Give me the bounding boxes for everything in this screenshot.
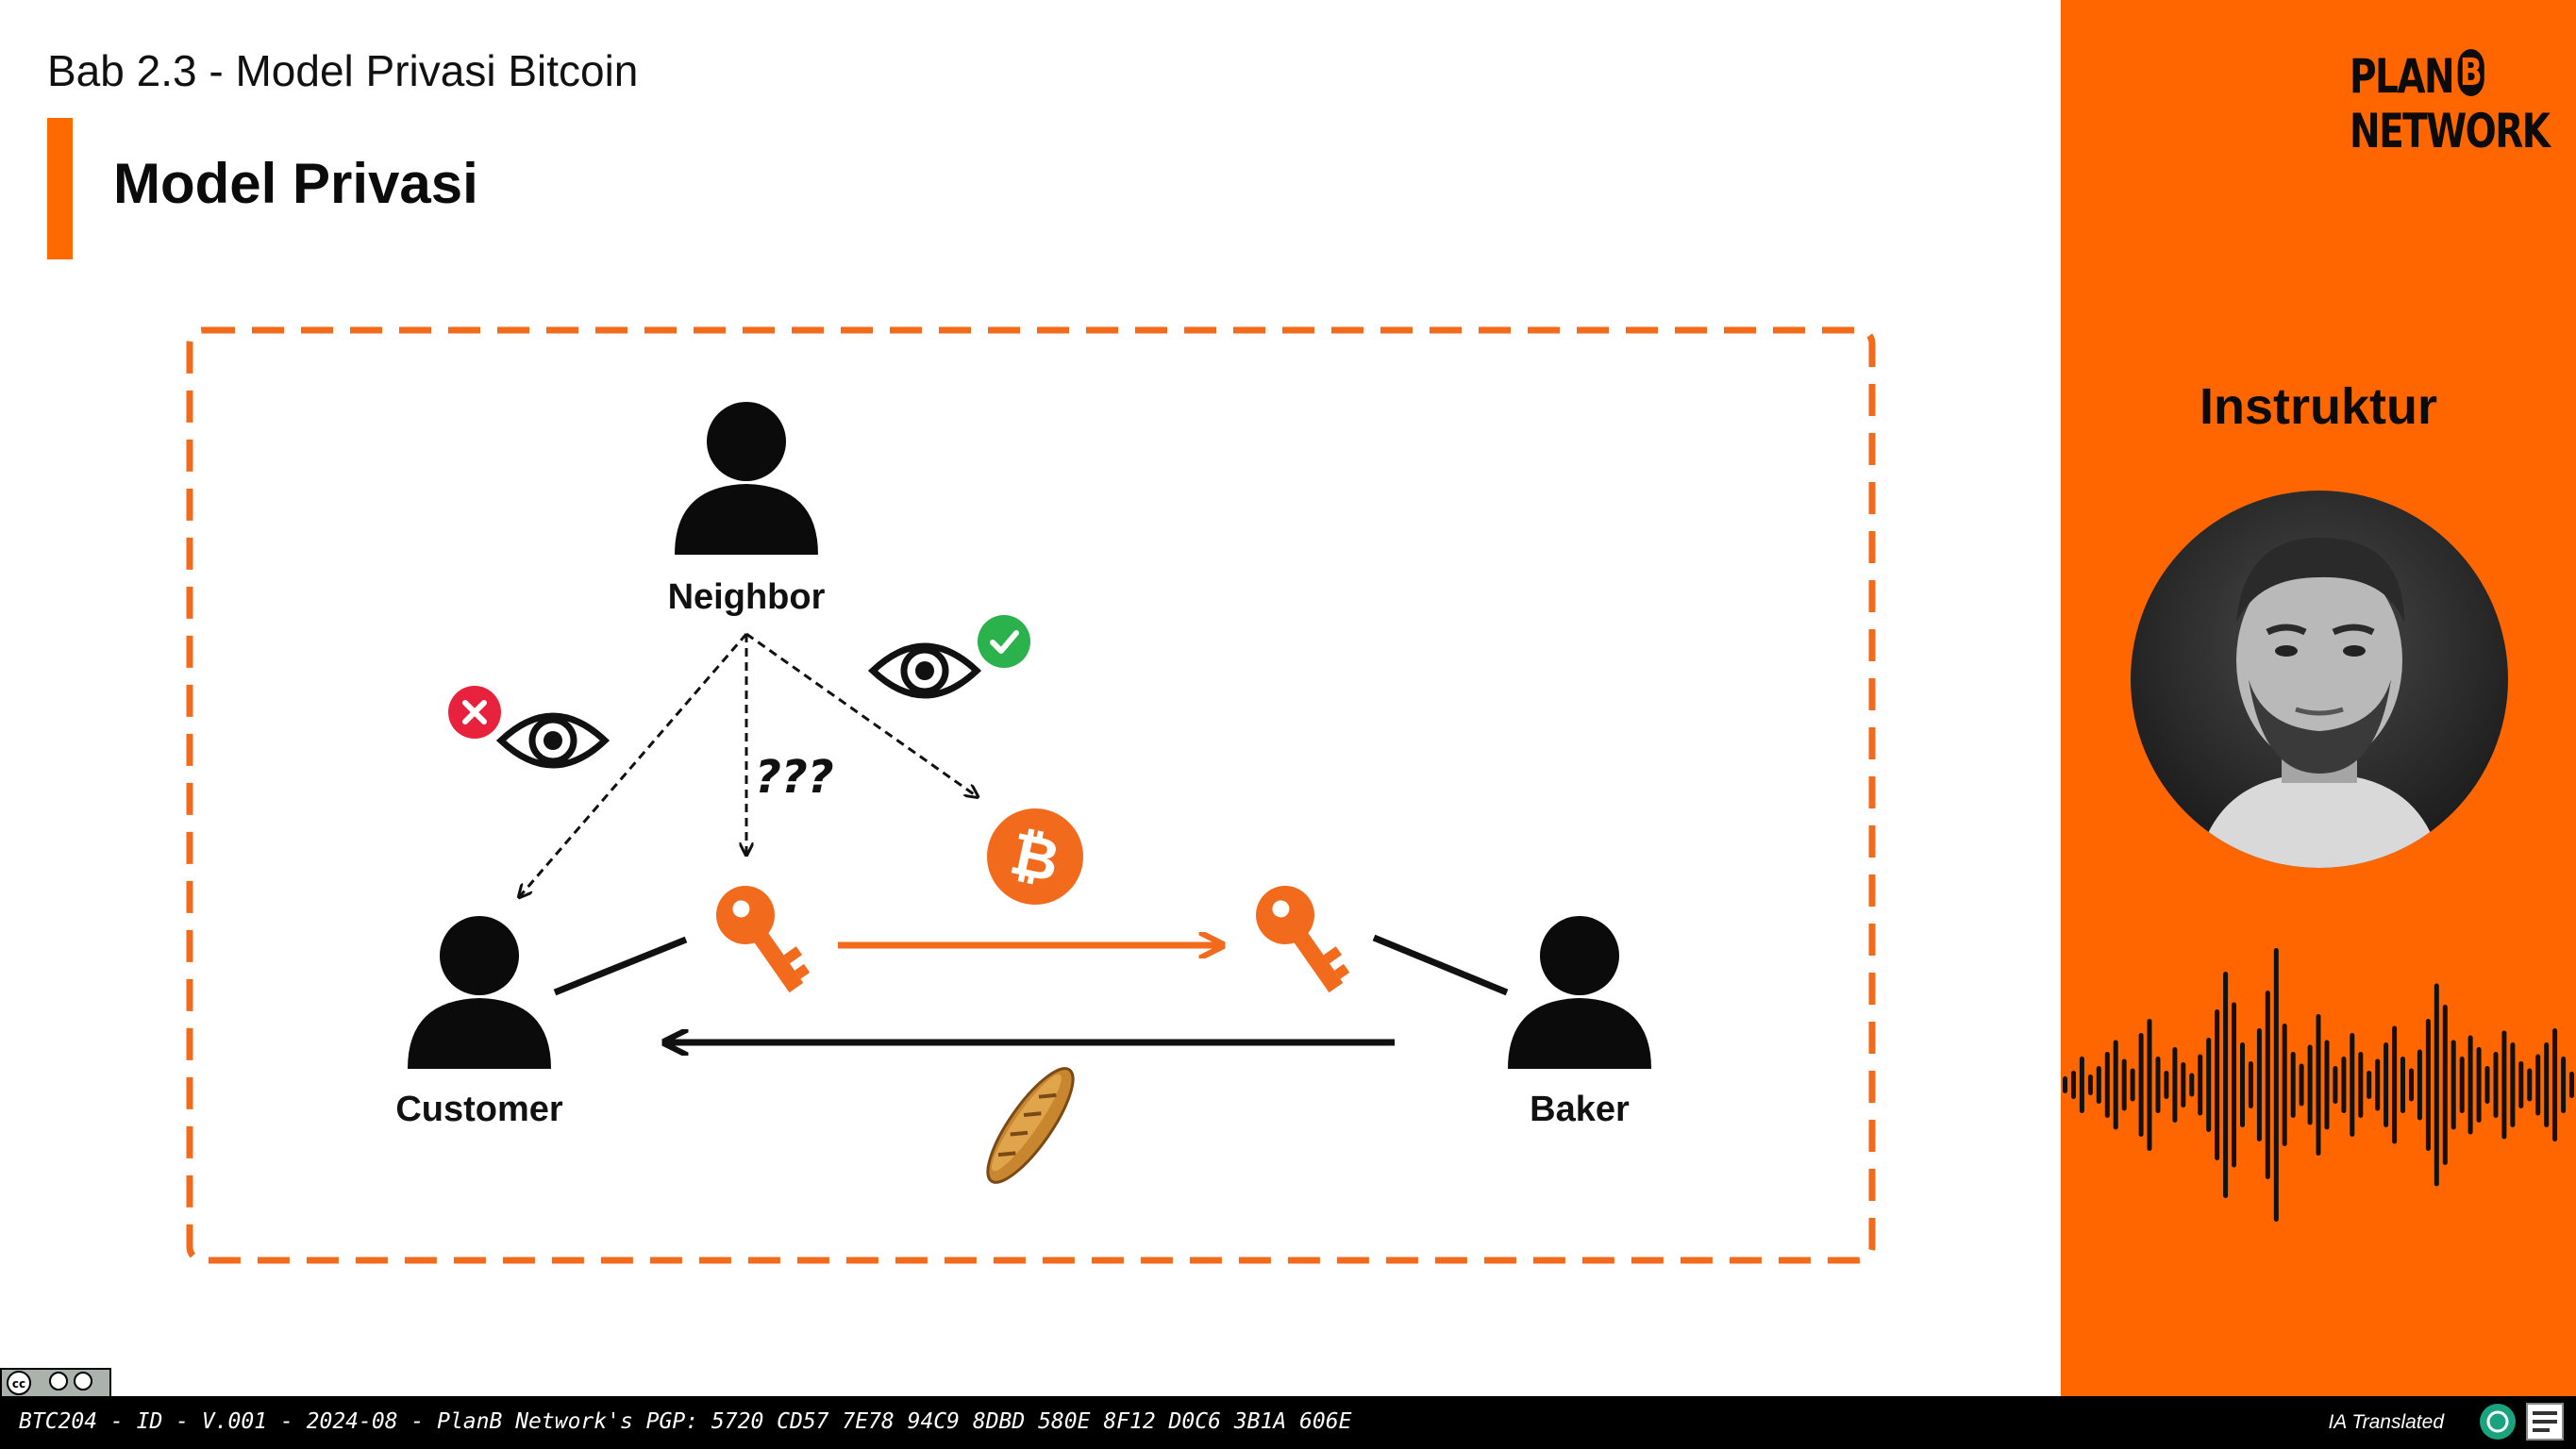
waveform-bar — [2079, 1057, 2084, 1113]
question-marks: ??? — [755, 751, 834, 804]
neighbor-person-icon — [675, 402, 818, 555]
eye-icon — [867, 642, 982, 699]
waveform-bar — [2434, 983, 2439, 1187]
waveform-bar — [2282, 1024, 2287, 1146]
waveform-bar — [2206, 1038, 2212, 1132]
waveform-bar — [2232, 1002, 2236, 1168]
waveform-bar — [2384, 1042, 2389, 1127]
waveform-bar — [2265, 991, 2270, 1179]
waveform-bar — [2130, 1068, 2135, 1102]
waveform-bar — [2442, 1005, 2448, 1165]
openai-icon — [2480, 1404, 2516, 1440]
waveform-bar — [2493, 1052, 2499, 1118]
waveform-bar — [2316, 1014, 2321, 1156]
translation-badge-icon — [2526, 1403, 2564, 1441]
waveform-bar — [2392, 1025, 2398, 1144]
waveform-bar — [2527, 1068, 2533, 1102]
waveform-bar — [2248, 1061, 2253, 1108]
footer-bar: BTC204 - ID - V.001 - 2024-08 - PlanB Ne… — [0, 1396, 2576, 1449]
baker-person-icon — [1508, 916, 1651, 1069]
baker-label: Baker — [1530, 1090, 1630, 1129]
waveform-bar — [2350, 1033, 2355, 1137]
waveform-bar — [2215, 1009, 2220, 1160]
waveform-bar — [2256, 1028, 2262, 1141]
waveform-bar — [2552, 1028, 2558, 1141]
key-icon — [1256, 886, 1350, 993]
customer-person-icon — [408, 916, 551, 1069]
baker-key-link — [1372, 934, 1509, 996]
waveform-bar — [2181, 1062, 2186, 1108]
instructor-label: Instruktur — [2199, 378, 2438, 435]
ia-translated-label: IA Translated — [2328, 1411, 2444, 1433]
bitcoin-icon: ₿ — [987, 808, 1083, 905]
waveform-bar — [2240, 1042, 2245, 1127]
customer-label: Customer — [395, 1090, 563, 1129]
chapter-subtitle: Bab 2.3 - Model Privasi Bitcoin — [47, 46, 639, 95]
waveform-bar — [2290, 1052, 2296, 1118]
bread-icon — [986, 1067, 1075, 1184]
footer-pgp-text: BTC204 - ID - V.001 - 2024-08 - PlanB Ne… — [19, 1409, 1352, 1434]
waveform-bar — [2138, 1033, 2144, 1137]
customer-key-link — [553, 936, 688, 996]
waveform-bar — [2307, 1044, 2313, 1125]
diagram-frame — [186, 326, 1876, 1264]
waveform-bar — [2121, 1058, 2127, 1111]
waveform-bar — [2104, 1052, 2110, 1118]
waveform-bar — [2467, 1035, 2473, 1135]
waveform-bar — [2476, 1047, 2482, 1123]
waveform-bar — [2147, 1019, 2152, 1151]
waveform-bar — [2501, 1030, 2507, 1140]
svg-text:cc: cc — [12, 1377, 25, 1391]
check-mark-icon — [978, 615, 1030, 668]
waveform-bar — [2189, 1073, 2195, 1097]
waveform-bar — [2096, 1066, 2101, 1104]
waveform-bar — [2417, 1049, 2422, 1121]
eye-icon — [495, 712, 611, 769]
observation-arrows — [520, 632, 977, 896]
waveform-bar — [2324, 1040, 2330, 1130]
waveform-bar — [2164, 1071, 2169, 1099]
waveform-bar — [2375, 1058, 2381, 1111]
waveform-bar — [2223, 972, 2229, 1198]
waveform-bar — [2400, 1057, 2405, 1113]
waveform-bar — [2425, 1019, 2431, 1151]
waveform-bar — [2484, 1066, 2490, 1104]
title-accent-bar — [47, 118, 73, 259]
privacy-model-diagram: ??? ₿ — [186, 326, 1876, 1264]
waveform-bar — [2358, 1052, 2364, 1118]
slide-title: Model Privasi — [113, 152, 478, 215]
waveform-bar — [2155, 1057, 2161, 1113]
waveform-bar — [2367, 1071, 2372, 1099]
waveform-bar — [2087, 1074, 2093, 1095]
neighbor-label: Neighbor — [667, 577, 826, 617]
waveform-bar — [2071, 1071, 2076, 1099]
waveform-bar — [2341, 1057, 2347, 1113]
x-mark-icon — [448, 686, 501, 739]
creative-commons-badge: cc — [0, 1368, 111, 1398]
audio-waveform — [2063, 948, 2574, 1222]
waveform-bar — [2510, 1042, 2516, 1127]
waveform-bar — [2333, 1066, 2338, 1104]
waveform-bar — [2569, 1072, 2574, 1098]
waveform-bar — [2535, 1054, 2541, 1116]
waveform-bar — [2518, 1061, 2524, 1108]
waveform-bar — [2172, 1047, 2178, 1123]
waveform-bar — [2273, 948, 2279, 1222]
waveform-bar — [2198, 1054, 2203, 1116]
waveform-bar — [2561, 1057, 2567, 1113]
waveform-bar — [2063, 1076, 2067, 1093]
waveform-bar — [2459, 1057, 2465, 1113]
instructor-avatar — [2131, 491, 2508, 868]
key-icon — [716, 886, 811, 993]
waveform-bar — [2113, 1040, 2118, 1130]
waveform-bar — [2451, 1040, 2456, 1130]
waveform-bar — [2544, 1042, 2550, 1127]
waveform-bar — [2409, 1068, 2414, 1102]
waveform-bar — [2299, 1063, 2304, 1107]
